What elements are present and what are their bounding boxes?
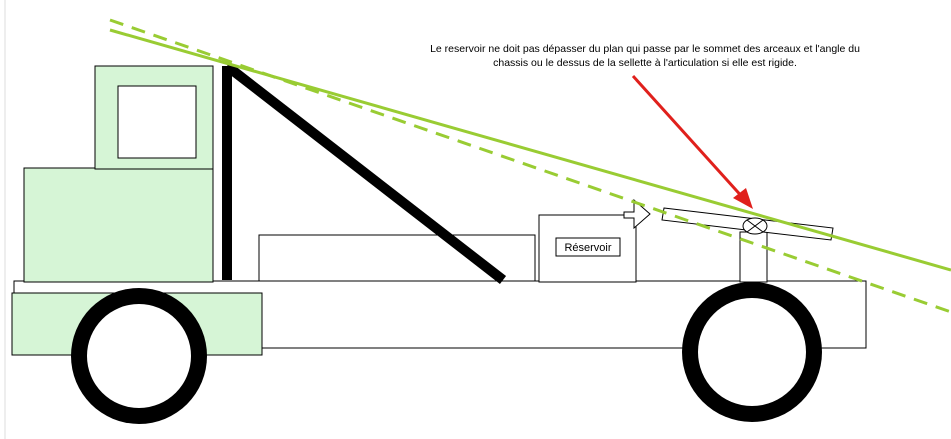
cab-body (23, 167, 214, 283)
cab-window (117, 85, 197, 159)
rear-wheel (682, 282, 822, 422)
roll-bar-diagonal (223, 62, 507, 284)
circle-x-icon (742, 217, 768, 235)
annotation-line-1: Le reservoir ne doit pas dépasser du pla… (430, 43, 860, 55)
plane-line-solid (109, 28, 951, 272)
hollow-arrow-icon (623, 198, 651, 230)
red-arrow (631, 74, 753, 209)
reservoir-label-box (555, 237, 621, 257)
front-wheel (71, 288, 207, 424)
plane-line-dashed (109, 18, 951, 314)
annotation-line-2: chassis ou le dessus de la sellette à l'… (493, 57, 797, 69)
reservoir-label: Réservoir (564, 242, 611, 254)
annotation-text: Le reservoir ne doit pas dépasser du pla… (405, 42, 885, 70)
